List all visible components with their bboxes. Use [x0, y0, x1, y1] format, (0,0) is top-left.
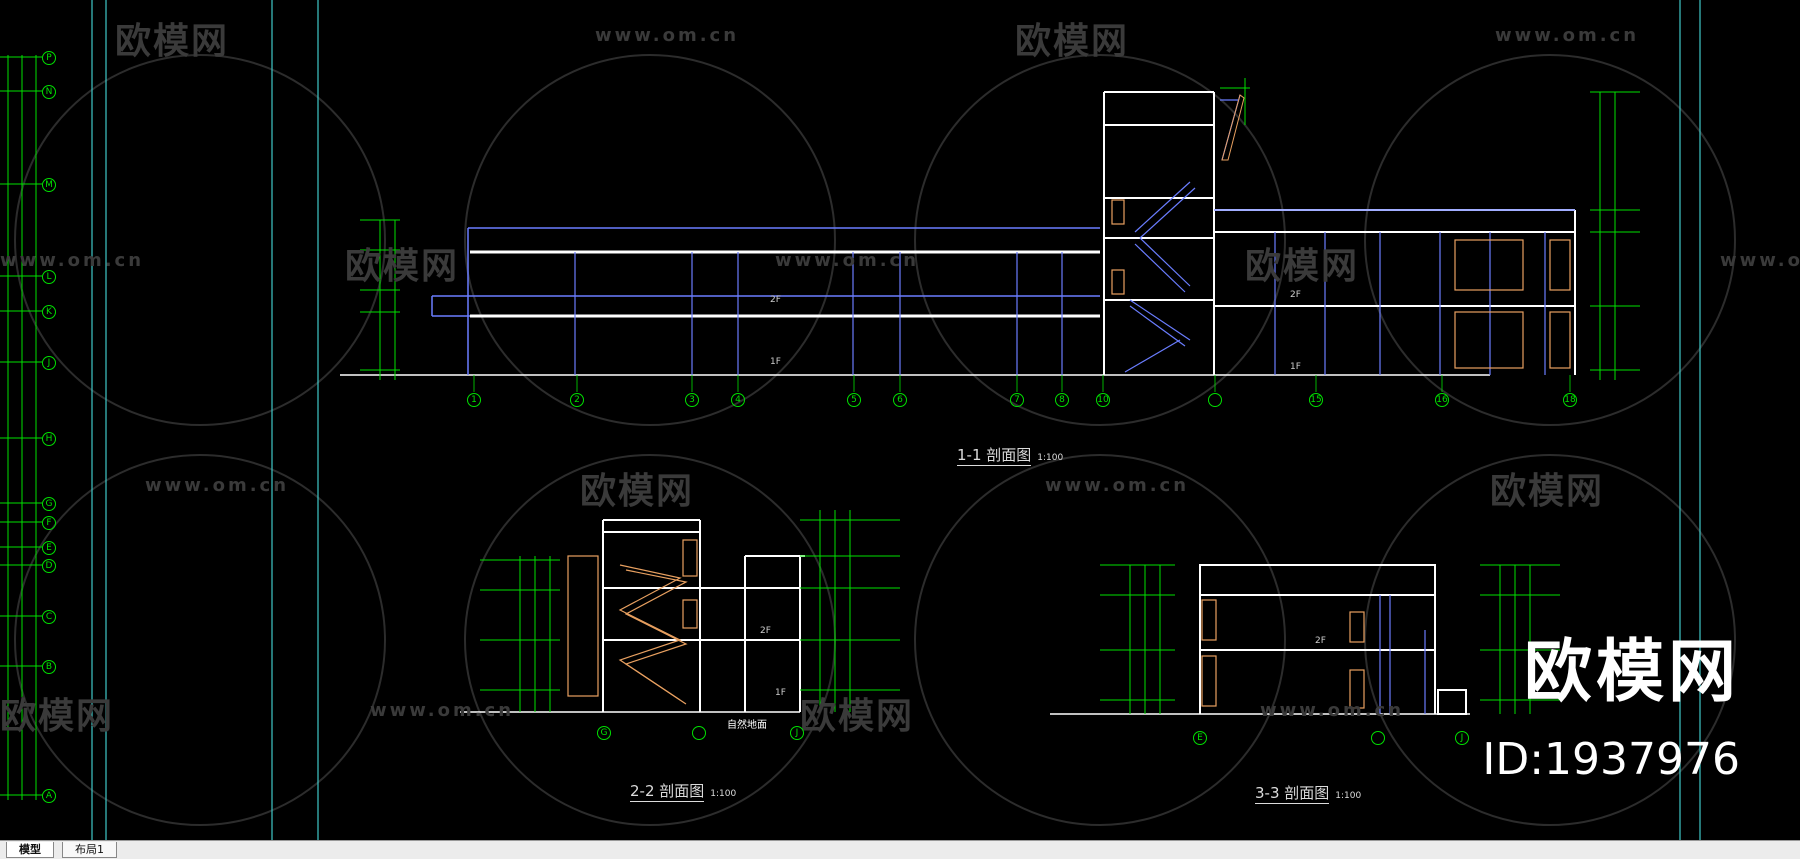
axis-bubble: J — [790, 726, 804, 740]
axis-bubble: A — [42, 789, 56, 803]
axis-bubble: 15 — [1309, 393, 1323, 407]
watermark-url: www.om.cn — [145, 475, 290, 496]
axis-bubble: C — [42, 610, 56, 624]
axis-bubble: 3 — [685, 393, 699, 407]
floor-label-2f: 2F — [1290, 290, 1301, 300]
watermark-brand: 欧模网 — [1015, 21, 1130, 62]
left-dimension-strip — [7, 55, 37, 800]
frame-lines — [91, 0, 1701, 840]
tab-layout1[interactable]: 布局1 — [62, 842, 117, 858]
watermark-url: www.om.cn — [1045, 475, 1190, 496]
axis-bubble: M — [42, 178, 56, 192]
watermark-brand: 欧模网 — [800, 696, 915, 737]
watermark-brand: 欧模网 — [580, 471, 695, 512]
watermark-brand: 欧模网 — [0, 696, 115, 737]
section-1-1 — [340, 78, 1640, 392]
axis-bubble — [692, 726, 706, 740]
brand-overlay: 欧模网 — [1523, 633, 1740, 712]
section-title-text: 1-1 剖面图 — [957, 446, 1032, 466]
axis-bubble — [1208, 393, 1222, 407]
axis-bubble: 7 — [1010, 393, 1024, 407]
section-title-text: 2-2 剖面图 — [630, 782, 705, 802]
axis-bubble: L — [42, 270, 56, 284]
section-2-2 — [460, 510, 900, 713]
axis-bubble: N — [42, 85, 56, 99]
watermark-url: www.om.cn — [1720, 250, 1800, 271]
floor-label-2f: 2F — [770, 295, 781, 305]
watermark-url: www.om.cn — [0, 250, 145, 271]
floor-label-2f: 2F — [760, 626, 771, 636]
axis-bubble: 8 — [1055, 393, 1069, 407]
axis-bubble: P — [42, 51, 56, 65]
axis-bubble — [1371, 731, 1385, 745]
cad-model-space[interactable]: 欧模网 www.om.cn 欧模网 www.om.cn www.om.cn 欧模… — [0, 0, 1800, 840]
axis-bubble: 5 — [847, 393, 861, 407]
section-scale: 1:100 — [710, 789, 737, 799]
axis-bubble: E — [42, 541, 56, 555]
drawing-svg — [0, 0, 1736, 840]
left-axis-ticks — [0, 56, 42, 796]
natural-ground-note: 自然地面 — [727, 720, 767, 731]
tab-model[interactable]: 模型 — [6, 842, 54, 858]
watermark-url: www.om.cn — [1495, 25, 1640, 46]
axis-bubble: J — [1455, 731, 1469, 745]
layout-tab-bar: 模型 布局1 — [0, 840, 1800, 859]
watermark-brand: 欧模网 — [345, 246, 460, 287]
axis-bubble: D — [42, 559, 56, 573]
watermark-brand: 欧模网 — [115, 21, 230, 62]
watermark-brand: 欧模网 — [1245, 246, 1360, 287]
section-title-3-3: 3-3 剖面图 1:100 — [1255, 782, 1362, 804]
axis-bubble: 16 — [1435, 393, 1449, 407]
section-scale: 1:100 — [1037, 453, 1064, 463]
section-scale: 1:100 — [1335, 791, 1362, 801]
watermark-circles — [14, 54, 1736, 826]
axis-bubble: J — [42, 356, 56, 370]
axis-bubble: G — [597, 726, 611, 740]
section-title-2-2: 2-2 剖面图 1:100 — [630, 780, 737, 802]
axis-bubble: 1 — [467, 393, 481, 407]
axis-bubble: H — [42, 432, 56, 446]
axis-bubble: 6 — [893, 393, 907, 407]
section-title-1-1: 1-1 剖面图 1:100 — [957, 444, 1064, 466]
watermark-url: www.om.cn — [775, 250, 920, 271]
watermark-brand: 欧模网 — [1490, 471, 1605, 512]
section-3-3 — [1050, 564, 1560, 715]
axis-bubble: G — [42, 497, 56, 511]
axis-bubble: E — [1193, 731, 1207, 745]
model-id-label: ID:1937976 — [1482, 734, 1740, 785]
axis-bubble: F — [42, 516, 56, 530]
watermark-url: www.om.cn — [370, 700, 515, 721]
axis-bubble: 4 — [731, 393, 745, 407]
floor-label-2f: 2F — [1315, 636, 1326, 646]
axis-bubble: 2 — [570, 393, 584, 407]
watermark-url: www.om.cn — [1260, 700, 1405, 721]
axis-bubble: B — [42, 660, 56, 674]
floor-label-1f: 1F — [775, 688, 786, 698]
watermark-url: www.om.cn — [595, 25, 740, 46]
axis-bubble: 10 — [1096, 393, 1110, 407]
section-title-text: 3-3 剖面图 — [1255, 784, 1330, 804]
axis-bubble: K — [42, 305, 56, 319]
floor-label-1f: 1F — [770, 357, 781, 367]
axis-bubble: 18 — [1563, 393, 1577, 407]
floor-label-1f: 1F — [1290, 362, 1301, 372]
